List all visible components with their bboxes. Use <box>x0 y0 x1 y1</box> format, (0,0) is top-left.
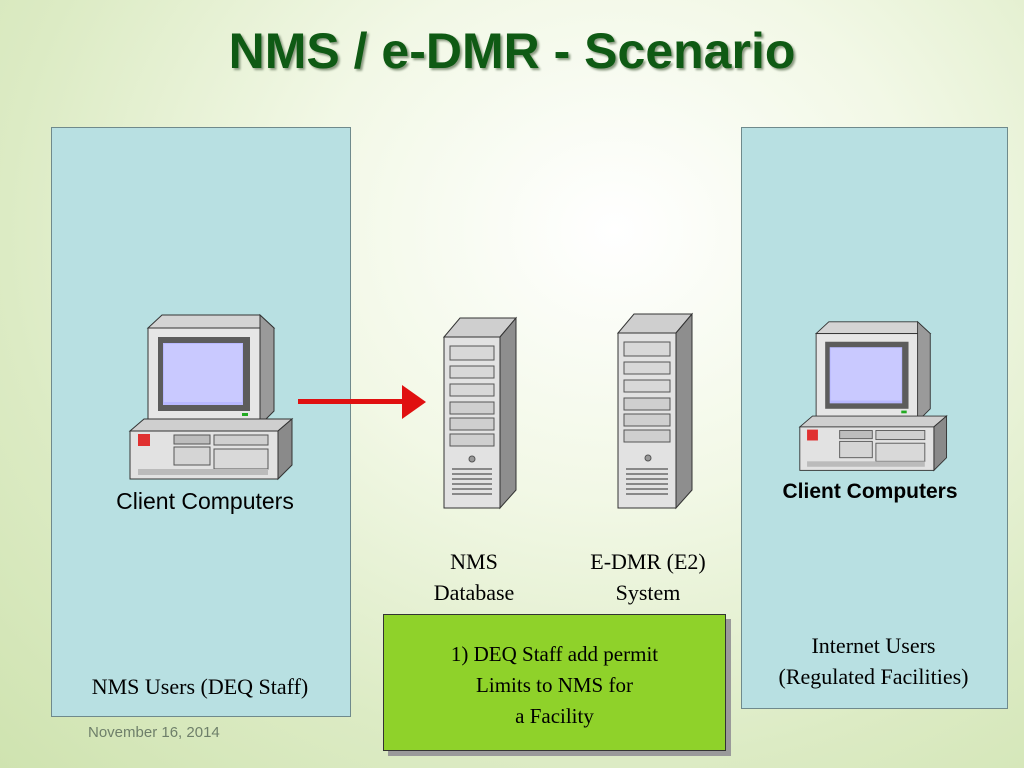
note-line3: a Facility <box>515 704 594 728</box>
server-tower-icon <box>442 316 518 510</box>
right-caption-line2: (Regulated Facilities) <box>778 664 969 689</box>
nms-database-line1: NMS <box>450 549 498 574</box>
server-tower-icon <box>616 312 694 510</box>
nms-database-line2: Database <box>433 580 515 605</box>
left-client-label: Client Computers <box>116 488 294 514</box>
nms-database-label: NMS Database <box>404 546 544 608</box>
scenario-step-note: 1) DEQ Staff add permit Limits to NMS fo… <box>383 614 726 751</box>
left-panel-caption: NMS Users (DEQ Staff) <box>91 674 309 699</box>
edmr-system-line1: E-DMR (E2) <box>590 549 706 574</box>
right-panel-caption: Internet Users (Regulated Facilities) <box>741 630 1006 692</box>
slide-title: NMS / e-DMR - Scenario <box>228 23 796 79</box>
slide-date: November 16, 2014 <box>88 724 220 741</box>
edmr-system-label: E-DMR (E2) System <box>568 546 728 608</box>
note-line1: 1) DEQ Staff add permit <box>450 642 659 666</box>
note-line2: Limits to NMS for <box>476 673 633 697</box>
right-caption-line1: Internet Users <box>811 633 936 658</box>
desktop-computer-icon <box>798 320 948 472</box>
right-client-label: Client Computers <box>782 480 958 503</box>
desktop-computer-icon <box>128 313 294 481</box>
arrow-right-icon <box>298 385 426 419</box>
edmr-system-line2: System <box>615 580 681 605</box>
